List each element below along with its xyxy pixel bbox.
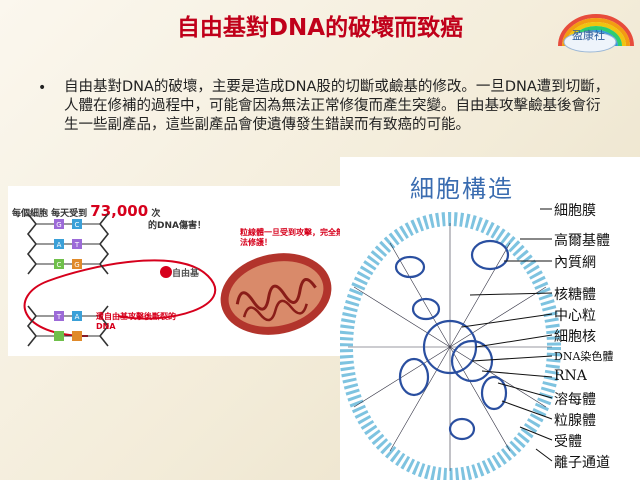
- label-lysosome: 溶每體: [554, 392, 596, 408]
- base-letter: G: [74, 261, 79, 269]
- label-cell-membrane: 細胞膜: [554, 203, 596, 219]
- free-radical-label: 自由基: [172, 269, 200, 279]
- cell-structure-figure: 細胞構造: [340, 157, 640, 480]
- dna-strand-illustration: G C A T C G T A: [23, 213, 332, 347]
- organelle-circles: [394, 239, 510, 441]
- damage-header-prefix: 每個細胞 每天受到: [12, 209, 88, 219]
- damage-header-suffix: 次: [151, 209, 161, 219]
- label-leader-lines: [461, 208, 553, 462]
- label-nucleus: 細胞核: [554, 329, 596, 345]
- cell-membrane: [340, 212, 561, 480]
- damage-header-line2: 的DNA傷害！: [148, 221, 206, 231]
- bullet-marker: •: [38, 80, 47, 96]
- mitochondrion-illustration: [220, 253, 332, 335]
- damage-header: 每個細胞 每天受到 73,000 次: [12, 202, 160, 220]
- label-golgi: 高爾基體: [554, 233, 610, 249]
- label-receptor: 受體: [554, 434, 582, 450]
- base-letter: C: [75, 221, 80, 229]
- damage-count: 73,000: [90, 202, 149, 220]
- logo-text: 盈康社: [572, 29, 605, 42]
- base-letter: A: [75, 313, 80, 321]
- label-rna: RNA: [554, 368, 587, 384]
- base-letter: C: [57, 261, 62, 269]
- dna-damage-figure: 每個細胞 每天受到 73,000 次 的DNA傷害！: [8, 186, 346, 356]
- base-letter: G: [56, 221, 61, 229]
- mitochondria-warning-label: 粒線體一旦受到攻擊，完全無法修護！: [240, 228, 344, 247]
- cell-figure-title: 細胞構造: [410, 175, 514, 203]
- base-letter: A: [57, 241, 62, 249]
- cell-diagram: [340, 208, 561, 480]
- label-centriole: 中心粒: [554, 308, 596, 324]
- cytoskeleton-lines: [348, 223, 552, 471]
- label-ion-channel: 離子通道: [554, 455, 610, 471]
- base-pair-boxes: G C A T C G T A: [54, 219, 82, 341]
- rainbow-logo: 盈康社: [552, 2, 638, 54]
- bullet-paragraph: 自由基對DNA的破壞，主要是造成DNA股的切斷或鹼基的修改。一旦DNA遭到切斷，…: [64, 79, 610, 133]
- label-er: 內質網: [554, 255, 596, 271]
- label-mitochondria: 粒腺體: [554, 413, 596, 429]
- slide-title: 自由基對DNA的破壞而致癌: [176, 15, 464, 41]
- free-radical-dot: [160, 266, 172, 278]
- label-ribosome: 核糖體: [554, 287, 596, 303]
- label-dna-chromosome: DNA染色體: [554, 350, 614, 363]
- base-letter: T: [56, 313, 62, 321]
- broken-dna-label: 遭自由基攻擊後斷裂的DNA: [96, 312, 176, 331]
- rainbow-icon: [558, 14, 634, 53]
- base-letter: T: [74, 241, 80, 249]
